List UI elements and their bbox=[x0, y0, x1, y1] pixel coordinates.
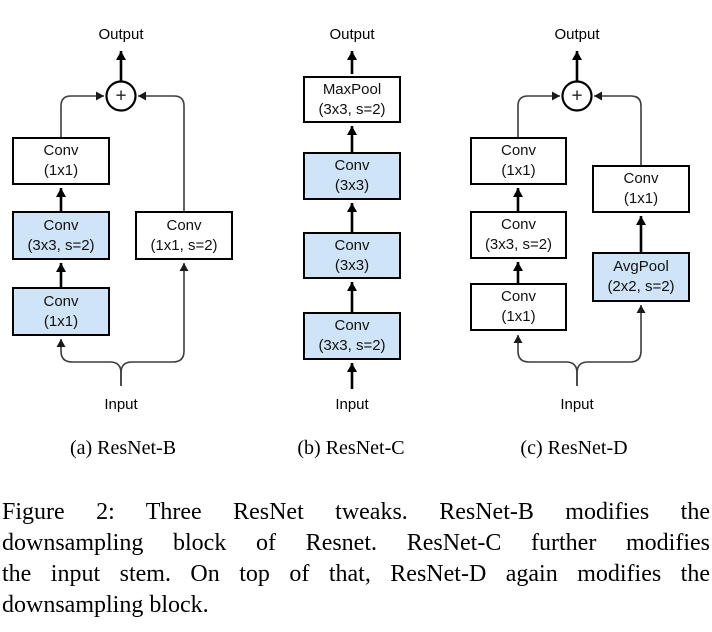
diagram-wires: + + bbox=[56, 51, 646, 389]
shortcut-to-sum-wire bbox=[594, 91, 642, 165]
conv-1x1-shortcut-box: Conv (1x1) bbox=[592, 165, 690, 213]
box-param-label: (3x3) bbox=[334, 177, 370, 194]
plus-icon: + bbox=[571, 86, 582, 107]
box-param-label: (1x1) bbox=[501, 308, 536, 325]
caption-line: downsampling block. bbox=[2, 592, 209, 618]
panel-b-caption: (b) ResNet-C bbox=[297, 437, 405, 459]
input-label: Input bbox=[560, 396, 594, 413]
conv-1x1-box: Conv (1x1) bbox=[12, 287, 110, 336]
box-op-label: Conv bbox=[334, 236, 370, 254]
conv-3x3-s2-box: Conv (3x3, s=2) bbox=[303, 312, 401, 360]
panel-a-wires: + bbox=[56, 51, 189, 386]
box-param-label: (3x3) bbox=[334, 256, 370, 274]
panel-c-caption: (c) ResNet-D bbox=[520, 437, 628, 459]
main-branch-to-sum-wire bbox=[517, 91, 560, 137]
box-param-label: (1x1) bbox=[623, 190, 659, 207]
conv-3x3-s2-box: Conv (3x3, s=2) bbox=[12, 211, 110, 260]
input-label: Input bbox=[104, 396, 138, 413]
panel-a-caption: (a) ResNet-B bbox=[69, 437, 177, 459]
output-label: Output bbox=[554, 26, 600, 43]
conv-1x1-box: Conv (1x1) bbox=[470, 283, 567, 331]
conv-3x3-box: Conv (3x3) bbox=[303, 232, 401, 279]
box-op-label: Conv bbox=[334, 317, 370, 334]
box-param-label: (3x3, s=2) bbox=[318, 337, 386, 354]
maxpool-3x3-s2-box: MaxPool (3x3, s=2) bbox=[303, 76, 401, 123]
conv-1x1-s2-shortcut-box: Conv (1x1, s=2) bbox=[135, 211, 233, 260]
box-param-label: (1x1, s=2) bbox=[150, 236, 218, 254]
box-op-label: MaxPool bbox=[322, 80, 382, 98]
avgpool-2x2-s2-box: AvgPool (2x2, s=2) bbox=[592, 252, 690, 302]
conv-1x1-box: Conv (1x1) bbox=[470, 137, 567, 185]
input-fork-right-wire bbox=[576, 305, 646, 386]
box-param-label: (3x3, s=2) bbox=[318, 100, 386, 118]
input-fork-left-wire bbox=[513, 335, 578, 386]
box-op-label: Conv bbox=[43, 216, 79, 234]
caption-line: Figure 2: Three ResNet tweaks. ResNet-B … bbox=[2, 499, 710, 525]
box-op-label: AvgPool bbox=[613, 258, 669, 275]
caption-line: the input stem. On top of that, ResNet-D… bbox=[2, 561, 710, 587]
panel-c-wires: + bbox=[513, 51, 646, 386]
figure-caption: Figure 2: Three ResNet tweaks. ResNet-B … bbox=[2, 497, 710, 621]
box-op-label: Conv bbox=[623, 170, 659, 187]
input-fork-right-wire bbox=[120, 263, 189, 386]
output-label: Output bbox=[98, 26, 144, 43]
box-param-label: (1x1) bbox=[501, 162, 536, 179]
box-param-label: (2x2, s=2) bbox=[607, 278, 675, 295]
input-fork-left-wire bbox=[56, 339, 122, 386]
box-op-label: Conv bbox=[43, 292, 79, 310]
shortcut-to-sum-wire bbox=[138, 91, 185, 211]
box-op-label: Conv bbox=[43, 142, 79, 159]
output-label: Output bbox=[329, 26, 375, 43]
sum-circle bbox=[561, 80, 593, 112]
box-op-label: Conv bbox=[334, 157, 370, 174]
input-label: Input bbox=[335, 396, 369, 413]
plus-icon: + bbox=[115, 86, 126, 107]
box-param-label: (3x3, s=2) bbox=[484, 236, 553, 253]
box-op-label: Conv bbox=[166, 216, 202, 234]
caption-line: downsampling block of Resnet. ResNet-C f… bbox=[2, 530, 710, 556]
sum-circle bbox=[105, 80, 137, 112]
box-op-label: Conv bbox=[500, 142, 537, 159]
conv-3x3-box: Conv (3x3) bbox=[303, 152, 401, 200]
box-param-label: (1x1) bbox=[43, 312, 79, 330]
box-op-label: Conv bbox=[500, 216, 537, 233]
box-op-label: Conv bbox=[500, 288, 537, 305]
box-param-label: (1x1) bbox=[43, 162, 79, 179]
conv-3x3-s2-box: Conv (3x3, s=2) bbox=[470, 211, 567, 259]
main-branch-to-sum-wire bbox=[60, 91, 104, 137]
conv-1x1-box: Conv (1x1) bbox=[12, 137, 110, 185]
box-param-label: (3x3, s=2) bbox=[27, 236, 95, 254]
